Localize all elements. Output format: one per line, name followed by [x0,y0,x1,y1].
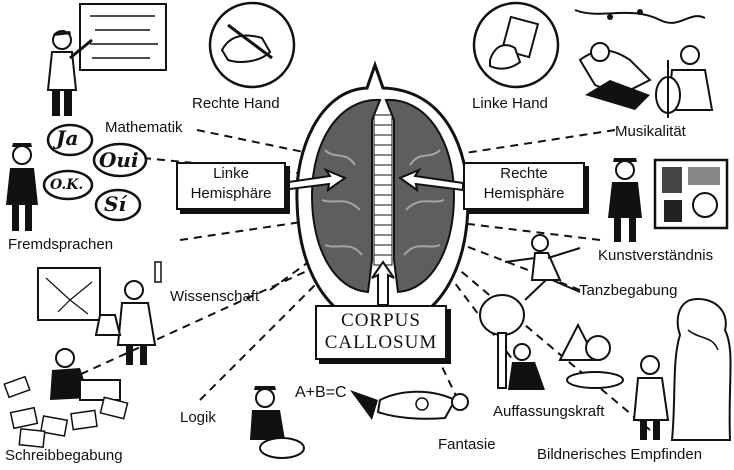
label-wissenschaft: Wissenschaft [170,289,259,304]
writing-hand-icon [210,3,294,87]
label-linke-hand: Linke Hand [472,96,548,111]
corpus-callosum-line-1: CORPUS [317,310,445,332]
label-rechte-hand: Rechte Hand [192,96,280,111]
speech-ok: O.K. [50,178,83,192]
corpus-callosum-line-2: CALLOSUM [317,332,445,354]
landscape-icon [480,295,623,390]
label-bildnerisches-empfinden: Bildnerisches Empfinden [537,447,702,462]
mathematician-icon [48,4,166,116]
left-hemisphere-box: Linke Hemisphäre [176,162,286,210]
cellist-icon [656,46,712,118]
speech-oui: Oui [99,150,139,170]
flying-superhero-icon [350,390,468,420]
label-tanzbegabung: Tanzbegabung [579,283,677,298]
corpus-callosum-box: CORPUS CALLOSUM [315,305,447,360]
label-kunstverstaendnis: Kunstverständnis [598,248,713,263]
scientist-icon [38,262,161,365]
label-musikalitaet: Musikalität [615,124,686,139]
right-hemisphere-box: Rechte Hemisphäre [463,162,585,210]
hand-holding-paper-icon [474,3,558,87]
left-hemisphere-line-1: Linke [178,164,284,184]
logic-formula: A+B=C [295,384,347,402]
label-mathematik: Mathematik [105,120,183,135]
speech-ja: Ja [56,128,78,148]
left-hemisphere-line-2: Hemisphäre [178,184,284,204]
art-viewer-icon [608,158,727,242]
dancer-icon [505,235,580,300]
speech-si: Sí [104,194,126,214]
writer-icon [4,349,127,447]
right-hemisphere-line-1: Rechte [465,164,583,184]
label-fantasie: Fantasie [438,437,496,452]
label-schreibbegabung: Schreibbegabung [5,448,123,463]
label-logik: Logik [180,410,216,425]
label-fremdsprachen: Fremdsprachen [8,237,113,252]
label-auffassungskraft: Auffassungskraft [493,404,604,419]
sculptor-icon [634,299,731,440]
right-hemisphere-line-2: Hemisphäre [465,184,583,204]
